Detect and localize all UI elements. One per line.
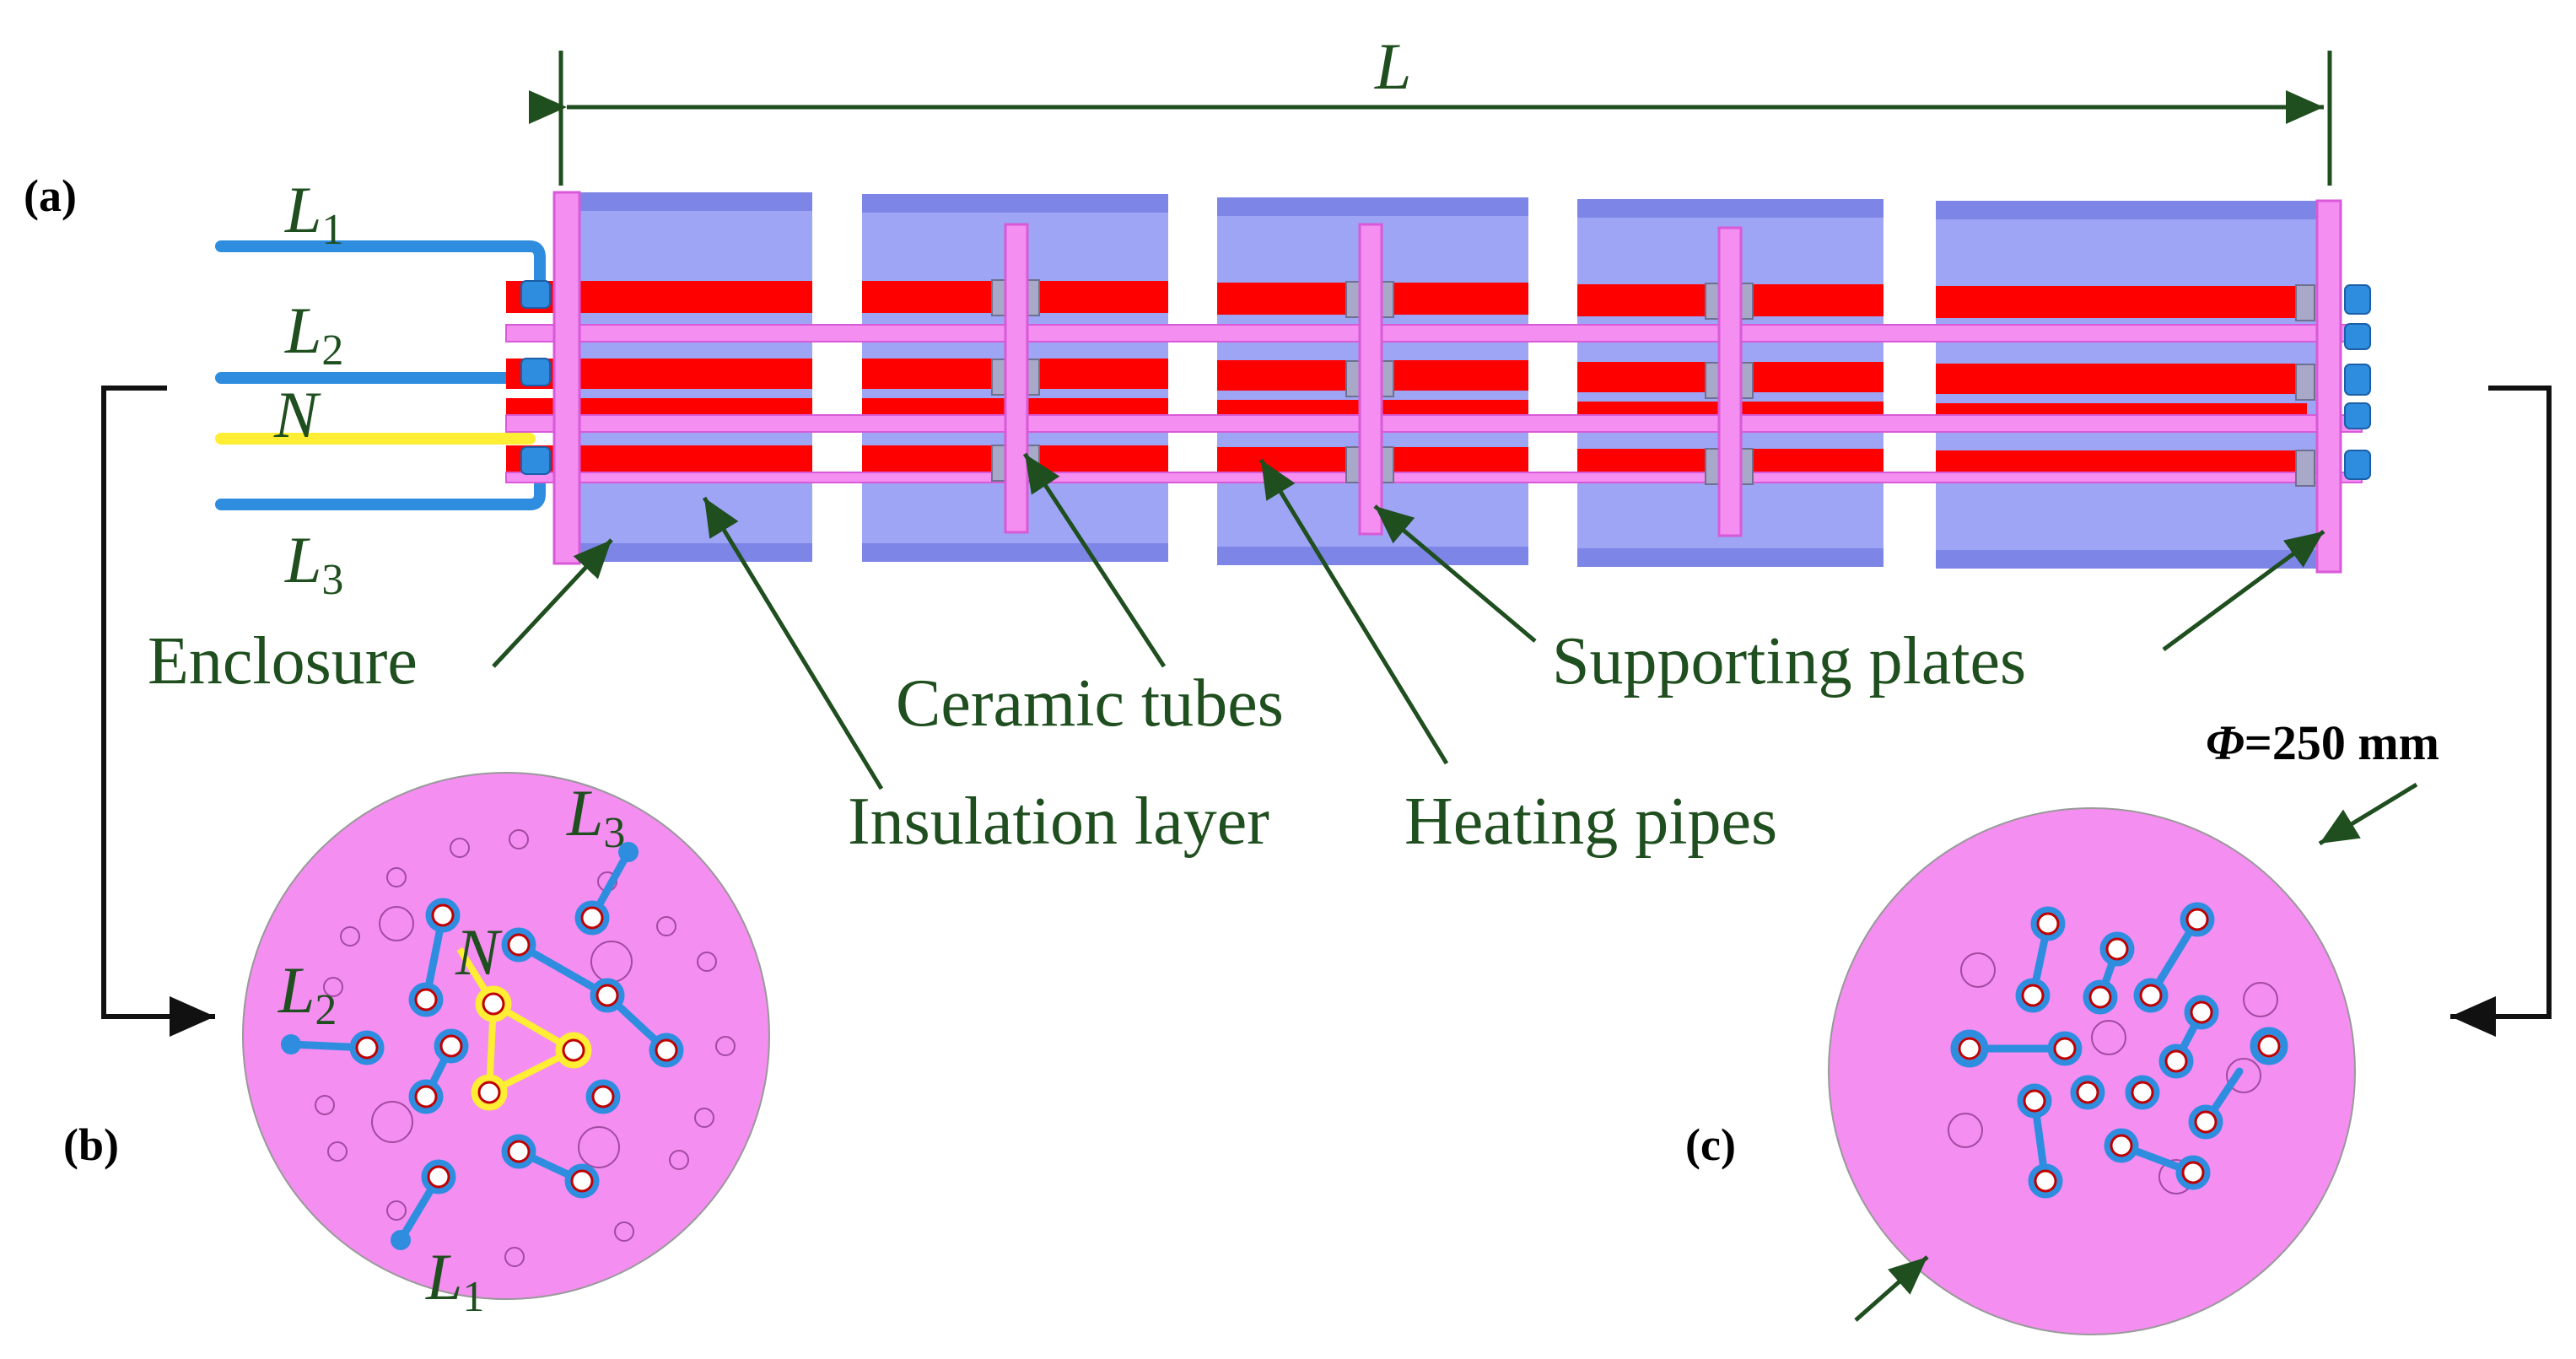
view-connectors [101,386,2552,1037]
empty-holes [315,829,736,1267]
supporting-plate [1358,223,1383,536]
input-wires [215,240,546,510]
supporting-plate [552,191,581,565]
ceramic-tube [505,472,2363,483]
heating-pipe [1936,364,2307,394]
ceramic-tube [505,414,2363,433]
phase-label-N: N [273,378,321,451]
panel-label-a: (a) [24,170,77,221]
end-phase-N: N [455,915,503,989]
diameter-arrows [1854,782,2418,1322]
label-insulation-layer: Insulation layer [848,785,1269,859]
inlet-end-plate [242,772,770,1300]
label-ceramic-tubes: Ceramic tubes [896,666,1284,741]
label-supporting-plates: Supporting plates [1552,624,2026,698]
phase-label-L2: L2 [284,294,343,375]
supporting-plate [1004,223,1029,534]
leader-arrows [492,452,2325,790]
phase-label-L3: L3 [284,523,343,604]
ceramic-tubes [505,324,2363,483]
inlet-terminals [281,842,684,1250]
right-terminals [2344,284,2371,480]
heating-pipe [506,445,812,472]
left-terminals [520,280,551,475]
end-phase-L2: L2 [278,953,337,1034]
label-enclosure: Enclosure [148,624,418,698]
panel-label-c: (c) [1685,1119,1736,1170]
heating-pipe [506,359,812,389]
end-phase-L3: L3 [566,776,625,857]
heating-pipe [1936,286,2307,318]
end-phase-L1: L1 [425,1240,484,1321]
outlet-end-plate [1828,807,2356,1335]
side-view: L [148,30,2371,859]
length-dimension [529,51,2332,186]
outlet-terminals [1950,902,2288,1199]
supporting-plate [2315,199,2342,574]
panel-label-b: (b) [63,1119,119,1170]
label-heating-pipes: Heating pipes [1404,785,1777,859]
outlet-end-view: Φ=250 mm [1828,715,2439,1335]
length-dimension-label: L [1374,30,1411,103]
heating-pipe [506,281,812,313]
supporting-plate [1717,226,1743,537]
diameter-label: Φ=250 mm [2206,715,2439,770]
inlet-end-view: L3 N L2 L1 [242,772,770,1321]
ceramic-tube [505,324,2363,342]
supporting-plates [552,191,2342,574]
phase-label-L1: L1 [284,173,343,254]
